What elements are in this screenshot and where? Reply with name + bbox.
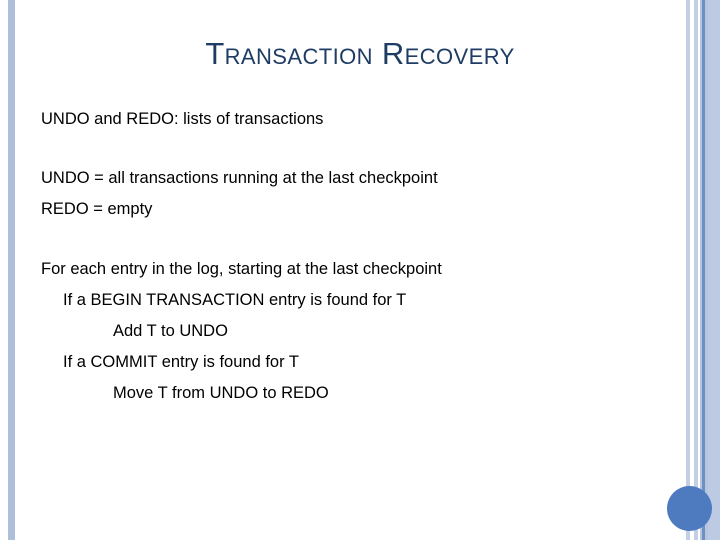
body-line: If a BEGIN TRANSACTION entry is found fo… (63, 291, 407, 309)
body-line: Add T to UNDO (113, 322, 228, 340)
body-block-initial-state: UNDO = all transactions running at the l… (41, 163, 641, 225)
body-block-definition: UNDO and REDO: lists of transactions (41, 104, 641, 135)
right-accent-stripe-4 (702, 0, 705, 540)
body-line: UNDO = all transactions running at the l… (41, 169, 438, 187)
body-line: Move T from UNDO to REDO (113, 384, 329, 402)
body-line: UNDO and REDO: lists of transactions (41, 110, 324, 128)
corner-ellipse-decoration (667, 486, 712, 531)
right-accent-stripe-1 (686, 0, 690, 540)
body-line: If a COMMIT entry is found for T (63, 353, 299, 371)
right-accent-stripe-6 (708, 0, 720, 540)
slide-title: Transaction Recovery (205, 36, 515, 71)
slide-body: UNDO and REDO: lists of transactions UND… (41, 104, 641, 409)
body-line: REDO = empty (41, 200, 153, 218)
right-accent-stripe-5 (705, 0, 708, 540)
right-accent-stripe-3 (700, 0, 702, 540)
right-accent-stripe-2 (694, 0, 698, 540)
body-line: For each entry in the log, starting at t… (41, 260, 442, 278)
body-block-algorithm: For each entry in the log, starting at t… (41, 254, 641, 409)
left-accent-stripe (8, 0, 15, 540)
